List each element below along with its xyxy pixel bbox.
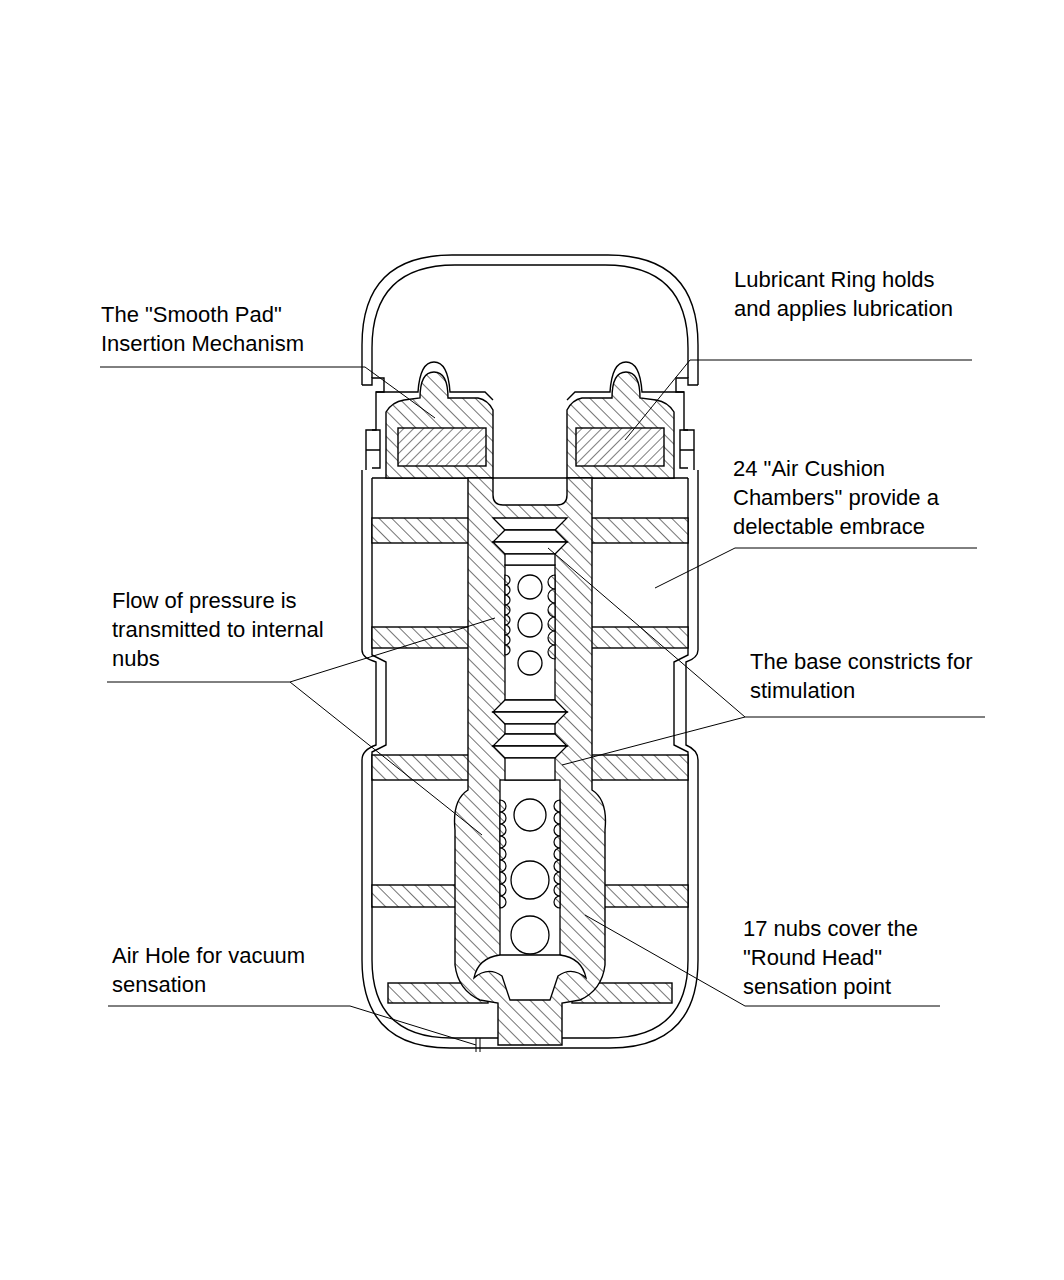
callout-label: The base constricts for stimulation	[750, 647, 990, 705]
leader-line	[655, 548, 977, 588]
plate	[588, 627, 688, 648]
bellows-fin	[493, 530, 567, 542]
canal-ball	[511, 861, 549, 899]
canal-upper	[505, 565, 555, 700]
cap-outline	[362, 255, 698, 385]
cap-joint	[680, 430, 694, 468]
body-inner-line	[372, 478, 688, 1038]
air-hole	[480, 1038, 481, 1052]
cap-insert-line	[567, 362, 684, 400]
leader-line	[108, 1006, 476, 1045]
plate	[372, 885, 462, 907]
lubricant-ring	[398, 428, 664, 466]
cap-insert-line	[376, 362, 493, 400]
nub-row	[500, 800, 506, 908]
leader-line	[562, 717, 745, 765]
bellows-neck	[505, 724, 555, 734]
cap-joint	[366, 430, 380, 468]
bellows-neck	[505, 554, 555, 565]
callout-label: The "Smooth Pad" Insertion Mechanism	[101, 300, 371, 358]
nubs	[500, 575, 560, 908]
bellows-fin	[493, 542, 567, 554]
plate	[372, 518, 472, 543]
canal-ball	[514, 799, 546, 831]
lubricant-ring-left	[398, 428, 486, 466]
cap-inner-line	[372, 265, 688, 378]
callout-label: Lubricant Ring holds and applies lubrica…	[734, 265, 956, 323]
canal-ball	[518, 651, 542, 675]
smooth-pad-left	[386, 372, 493, 478]
canal-ball	[518, 613, 542, 637]
housing	[362, 255, 698, 1048]
smooth-pad	[386, 372, 674, 478]
callout-label: 17 nubs cover the "Round Head" sensation…	[743, 914, 965, 1001]
callout-label: 24 "Air Cushion Chambers" provide a dele…	[733, 454, 995, 541]
leader-line	[625, 360, 972, 440]
chamber-plates	[372, 518, 688, 1003]
callout-label: Air Hole for vacuum sensation	[112, 941, 312, 999]
callout-label: Flow of pressure is transmitted to inter…	[112, 586, 344, 673]
bellows-fin	[493, 700, 567, 712]
canal-ball	[511, 916, 549, 954]
leader-line	[100, 367, 435, 418]
plate	[588, 518, 688, 543]
round-head-fork	[474, 955, 586, 1000]
bellows-fin	[493, 518, 567, 530]
leader-line	[290, 682, 482, 835]
canal	[474, 518, 586, 1000]
cap-insert	[376, 362, 684, 400]
nub-row	[548, 575, 555, 659]
plate	[588, 755, 688, 780]
bellows-fin	[493, 746, 567, 758]
nub-row	[554, 800, 560, 908]
lubricant-ring-right	[576, 428, 664, 466]
plate	[598, 885, 688, 907]
smooth-pad-right	[567, 372, 674, 478]
canal-lower	[500, 780, 560, 960]
nub-row	[505, 575, 510, 655]
canal-ball	[518, 575, 542, 599]
bellows-neck	[505, 758, 555, 780]
sleeve-column	[455, 478, 606, 1045]
bellows-fin	[493, 734, 567, 746]
bellows-fin	[493, 712, 567, 724]
body-outline	[362, 470, 698, 1048]
